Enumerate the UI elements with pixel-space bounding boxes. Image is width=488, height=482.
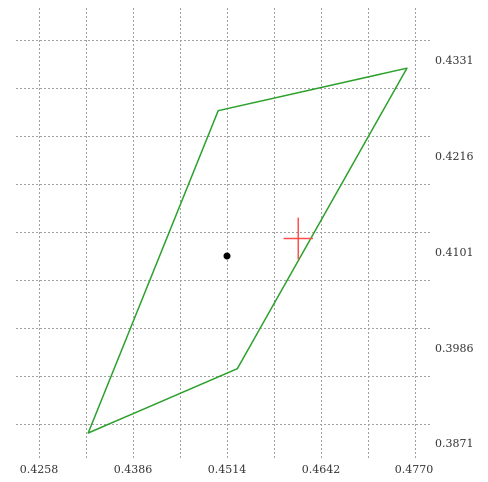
y-tick-label: 0.4101	[435, 246, 474, 259]
marker-layer	[223, 217, 313, 260]
x-tick-label: 0.4642	[302, 463, 341, 476]
y-tick-label: 0.3871	[435, 437, 474, 450]
y-tick-label: 0.4216	[435, 150, 474, 163]
polygon-layer	[87, 67, 408, 434]
y-tick-label: 0.4331	[435, 54, 474, 67]
polygon-outline	[87, 67, 408, 434]
y-tick-label: 0.3986	[435, 342, 474, 355]
x-tick-label: 0.4770	[395, 463, 434, 476]
x-tick-label: 0.4258	[20, 463, 59, 476]
x-tick-label: 0.4386	[114, 463, 153, 476]
grid	[16, 8, 432, 458]
x-tick-label: 0.4514	[208, 463, 247, 476]
center-point	[223, 252, 231, 260]
